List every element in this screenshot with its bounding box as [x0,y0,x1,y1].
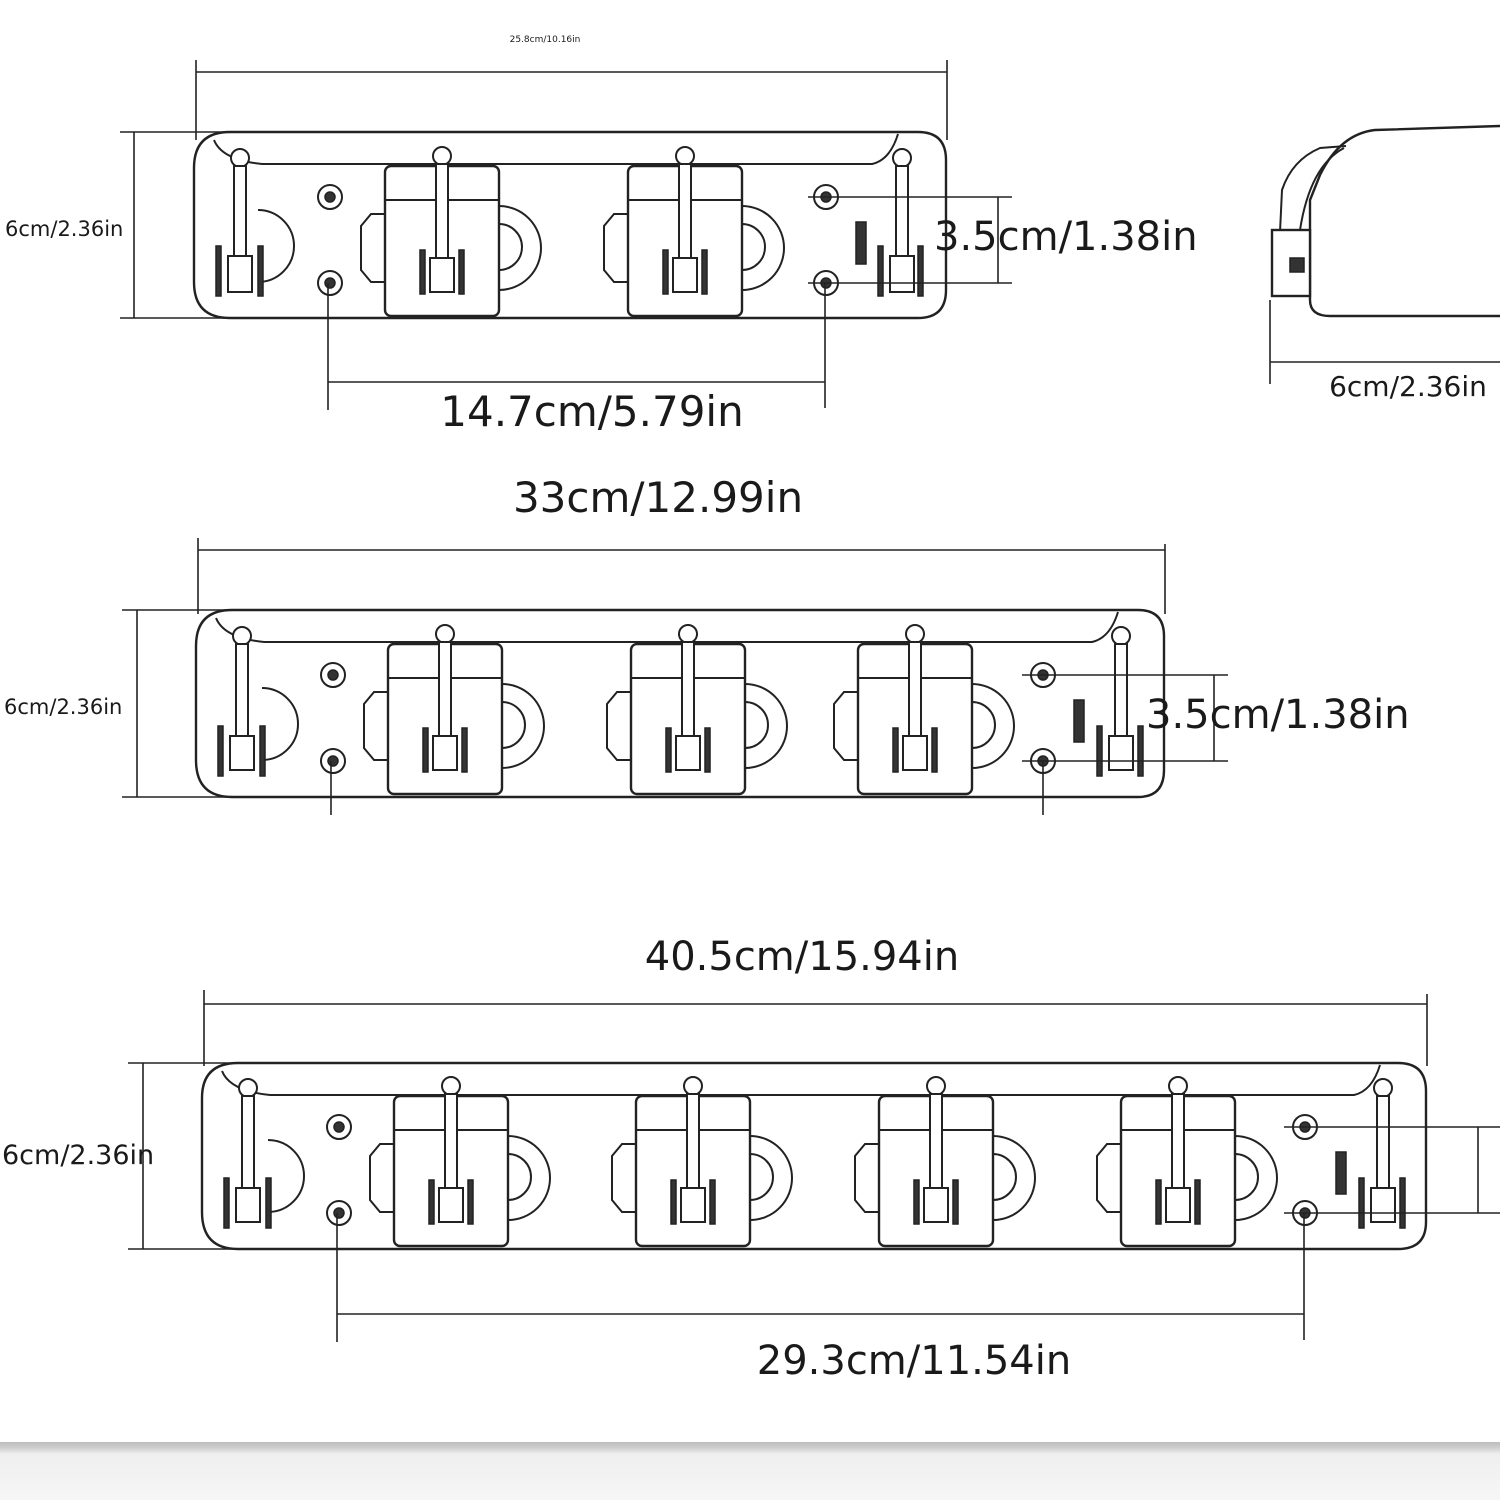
end-hook-left [217,626,299,777]
mop-clamp [606,624,788,796]
screw-hole [326,1114,352,1140]
mop-clamp [369,1076,551,1248]
side-depth-label: 6cm/2.36in [1329,370,1487,403]
height-dimension-line [122,609,232,798]
rack-4-hook: 33cm/12.99in 6cm/2.36in [4,473,1410,815]
rack-5-hook: 40.5cm/15.94in 6cm/2.36in [2,934,1500,1384]
mop-clamp [360,146,542,318]
end-hook-right [1335,1078,1406,1229]
screw-hole [317,184,343,210]
length-label: 40.5cm/15.94in [645,934,959,980]
hole-spacing-h-dimension-line [327,283,826,410]
length-dimension-line [203,990,1428,1066]
hole-spacing-v-dimension-line [808,196,1012,284]
end-hook-right [855,148,924,297]
hole-spacing-v-label: 3.5cm/1.38in [1146,692,1410,738]
height-label: 6cm/2.36in [4,695,122,719]
rack-3-hook: 25.8cm/10.16in 6cm/2.36in [5,35,1198,436]
length-dimension-line [197,538,1166,614]
end-hook-left [223,1078,305,1229]
height-label: 6cm/2.36in [5,217,123,241]
length-label: 25.8cm/10.16in [510,35,581,45]
mop-clamp [1096,1076,1278,1248]
hole-spacing-v-label: 3.5cm/1.38in [934,214,1198,260]
side-view: 6cm/2.36in [1269,124,1500,403]
hole-spacing-v-dimension-line [1284,1126,1500,1214]
rack-body [192,130,948,320]
height-label: 6cm/2.36in [2,1140,154,1171]
depth-dimension-line [1269,300,1500,384]
mop-clamp [603,146,785,318]
length-dimension-line [195,60,948,140]
hole-spacing-h-dimension-line [336,1213,1305,1342]
height-dimension-line [128,1062,238,1250]
hole-spacing-v-dimension-line [1022,674,1228,762]
mop-clamp [363,624,545,796]
mop-clamp [854,1076,1036,1248]
bottom-edge-bar [0,1442,1500,1500]
mop-clamp [833,624,1015,796]
length-label: 33cm/12.99in [513,473,803,522]
hole-spacing-h-label: 14.7cm/5.79in [440,387,743,436]
hole-spacing-h-label: 29.3cm/11.54in [757,1338,1071,1384]
end-hook-right [1073,626,1144,777]
height-dimension-line [120,131,232,319]
mop-clamp [611,1076,793,1248]
screw-hole [320,662,346,688]
end-hook-left [215,148,295,297]
